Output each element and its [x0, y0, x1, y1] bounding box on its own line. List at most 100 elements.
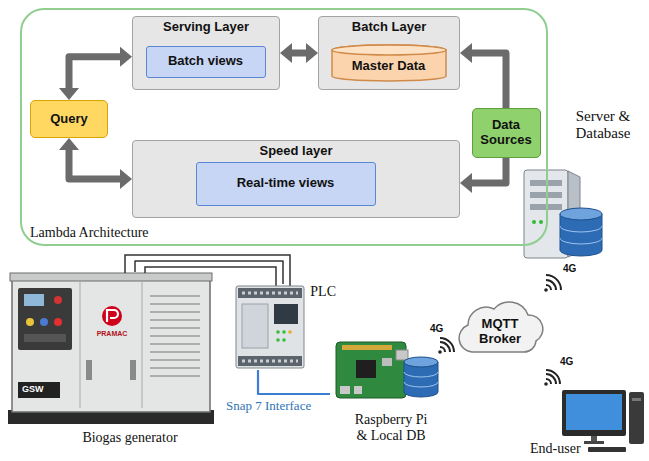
wireless-symbol — [546, 370, 560, 384]
raspberry-pi-picture — [336, 342, 438, 398]
computer-picture — [629, 392, 644, 444]
plc-picture — [236, 286, 304, 368]
computer-picture — [566, 394, 622, 430]
cloud-outline — [459, 302, 543, 352]
plc-picture — [242, 304, 268, 348]
plc-picture — [236, 286, 304, 368]
store-label: Master Data — [352, 59, 426, 74]
server-icon — [532, 220, 536, 224]
raspberry-pi-picture — [342, 345, 392, 350]
signal-wire — [145, 267, 276, 286]
view-box: Real-time views — [196, 162, 376, 206]
brand-label: PRAMAC — [92, 330, 132, 337]
generator-picture — [26, 318, 34, 326]
generator-picture — [24, 334, 66, 342]
server-node: Server & Database — [518, 106, 645, 268]
broker-label: MQTT Broker — [469, 317, 531, 347]
flow-arrow — [292, 50, 306, 57]
device-label: PLC — [310, 284, 336, 300]
generator-picture — [18, 382, 60, 398]
layer-box: Speed layerReal-time views — [132, 140, 460, 218]
raspberry-pi-picture — [382, 358, 392, 366]
raspberry-pi-picture — [354, 386, 362, 394]
raspberry-pi-picture — [404, 357, 438, 367]
wireless-symbol — [440, 338, 454, 352]
generator-picture — [107, 310, 118, 322]
region-title: Lambda Architecture — [30, 225, 149, 241]
wireless-symbol — [546, 275, 561, 290]
broker-cloud: MQTT Broker — [452, 296, 548, 362]
flow-arrow — [472, 53, 506, 108]
raspberry-pi-node: Raspberry Pi & Local DB — [330, 326, 452, 448]
query-box: Query — [30, 100, 108, 138]
plc-picture — [242, 293, 298, 361]
source-label: Data Sources — [477, 118, 536, 148]
raspberry-pi-picture — [356, 360, 376, 378]
view-box: Batch views — [146, 46, 266, 78]
connector-group — [69, 53, 506, 394]
generator-picture — [18, 288, 72, 350]
network-label: 4G — [563, 264, 576, 274]
signal-wire — [125, 255, 290, 286]
plc-picture — [276, 330, 280, 334]
generator-picture — [54, 296, 62, 304]
server-icon — [560, 226, 602, 244]
plc-picture — [274, 304, 298, 324]
plc-picture — [282, 338, 286, 342]
generator-node: Biogas generator — [5, 272, 215, 448]
server-icon — [539, 220, 543, 224]
wireless-symbol — [438, 275, 561, 386]
cylinder-outline — [332, 45, 446, 55]
cylinder-outline — [332, 45, 446, 81]
data-store: Master Data — [331, 44, 447, 82]
generator-picture — [54, 318, 62, 326]
layer-title: Serving Layer — [163, 20, 249, 35]
layer-title: Speed layer — [260, 144, 333, 159]
wireless-symbol — [544, 288, 548, 292]
generator-picture — [102, 306, 122, 326]
plc-picture — [276, 338, 280, 342]
server-icon — [530, 180, 562, 186]
computer-picture — [562, 390, 626, 436]
flow-arrow — [69, 150, 120, 179]
computer-picture — [588, 447, 626, 452]
power-wire — [135, 261, 283, 284]
server-icon — [530, 204, 562, 210]
flow-arrow — [69, 57, 120, 88]
generator-picture — [10, 273, 212, 281]
generator-picture — [86, 360, 92, 380]
view-label: Batch views — [168, 54, 243, 69]
view-label: Real-time views — [237, 176, 335, 191]
server-icon — [560, 208, 602, 220]
device-label: Raspberry Pi & Local DB — [350, 412, 432, 444]
wireless-symbol — [544, 382, 548, 386]
generator-picture — [80, 282, 81, 408]
model-label: GSW — [22, 385, 44, 394]
plc-picture — [288, 330, 292, 334]
plc-node: PLC — [234, 284, 338, 370]
device-label: Biogas generator — [82, 430, 177, 446]
generator-picture — [130, 360, 136, 380]
computer-picture — [584, 441, 604, 444]
device-label: End-user — [530, 441, 581, 457]
raspberry-pi-picture — [396, 350, 408, 360]
server-icon — [524, 170, 602, 258]
computer-picture — [632, 398, 641, 401]
network-label: 4G — [560, 357, 573, 367]
raspberry-pi-picture — [404, 372, 438, 387]
generator-picture — [150, 296, 200, 376]
flow-arrow — [472, 158, 506, 183]
generator-picture — [8, 273, 214, 424]
plc-picture — [282, 330, 286, 334]
generator-picture — [40, 318, 48, 326]
generator-picture — [24, 294, 44, 306]
layer-box: Batch LayerMaster Data — [318, 16, 460, 90]
lambda-region: Lambda Architecture Serving LayerBatch vi… — [20, 8, 548, 246]
layer-box: Serving LayerBatch views — [132, 16, 280, 90]
raspberry-pi-picture — [340, 386, 350, 394]
signal-wire — [125, 255, 290, 286]
interface-cable — [258, 370, 330, 394]
